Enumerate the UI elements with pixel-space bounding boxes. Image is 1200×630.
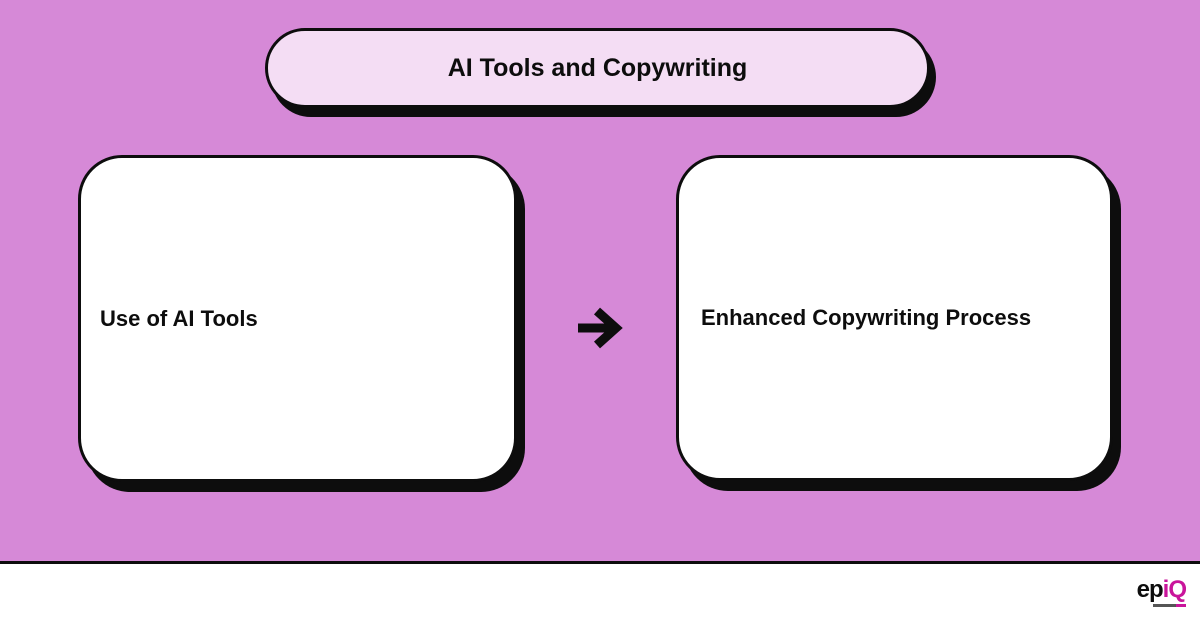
title-pill: AI Tools and Copywriting [265,28,930,108]
brand-wordmark-accent: iQ [1162,576,1187,603]
arrow-right-icon [576,305,624,351]
node-enhanced-copywriting-process: Enhanced Copywriting Process [676,155,1113,481]
node-use-of-ai-tools: Use of AI Tools [78,155,517,482]
brand-wordmark: epiQ [1136,576,1187,603]
diagram-title: AI Tools and Copywriting [447,53,748,82]
brand-logo: epiQ [1136,576,1187,607]
diagram-stage: AI Tools and Copywriting Use of AI Tools… [0,0,1200,564]
logo-tagline [1153,604,1186,607]
brand-wordmark-prefix: ep [1136,576,1164,603]
footer-bar: epiQ [0,564,1200,630]
node-label: Enhanced Copywriting Process [701,305,1032,331]
node-label: Use of AI Tools [100,305,258,331]
